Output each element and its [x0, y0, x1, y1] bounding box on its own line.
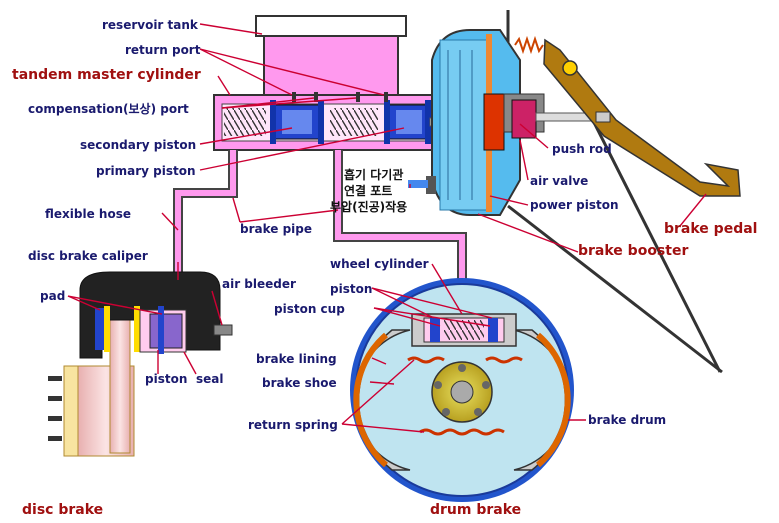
brake-booster	[408, 29, 597, 216]
label-brake-shoe: brake shoe	[262, 376, 337, 390]
label-return-spring: return spring	[248, 418, 338, 432]
label-push-rod: push rod	[552, 142, 612, 156]
label-brake-pipe: brake pipe	[240, 222, 313, 236]
label-brake-pedal: brake pedal	[664, 221, 758, 237]
brake-pedal	[543, 38, 741, 197]
leader-lines	[67, 23, 707, 433]
label-pad: pad	[40, 289, 66, 303]
label-brake-lining: brake lining	[256, 352, 337, 366]
label-air-bleeder: air bleeder	[222, 277, 296, 291]
label-power-piston: power piston	[530, 198, 619, 212]
label-flexible-hose: flexible hose	[45, 207, 131, 221]
label-piston: piston	[145, 372, 188, 386]
label-vacuum-action: 부압(진공)작용	[330, 200, 408, 214]
label-disc-brake: disc brake	[22, 502, 104, 518]
label-tandem-master-cylinder: tandem master cylinder	[12, 67, 201, 83]
reservoir-tank	[255, 15, 407, 97]
disc-brake	[48, 271, 233, 457]
label-primary-piston: primary piston	[96, 164, 196, 178]
label-reservoir-tank: reservoir tank	[102, 18, 198, 32]
label-return-port: return port	[125, 43, 201, 57]
label-wheel-cylinder: wheel cylinder	[330, 257, 429, 271]
label-drum-piston: piston	[330, 282, 373, 296]
drum-brake	[350, 278, 574, 502]
label-disc-brake-caliper: disc brake caliper	[28, 249, 148, 263]
label-seal: seal	[196, 372, 224, 386]
label-intake-manifold: 흡기 다기관	[344, 168, 404, 182]
label-brake-booster: brake booster	[578, 243, 689, 259]
label-drum-brake: drum brake	[430, 502, 522, 518]
label-brake-drum: brake drum	[588, 413, 667, 427]
label-compensation-port: compensation(보상) port	[28, 102, 189, 116]
label-piston-cup: piston cup	[274, 302, 345, 316]
label-air-valve: air valve	[530, 174, 589, 188]
label-connect-port: 연결 포트	[344, 184, 393, 198]
label-secondary-piston: secondary piston	[80, 138, 197, 152]
